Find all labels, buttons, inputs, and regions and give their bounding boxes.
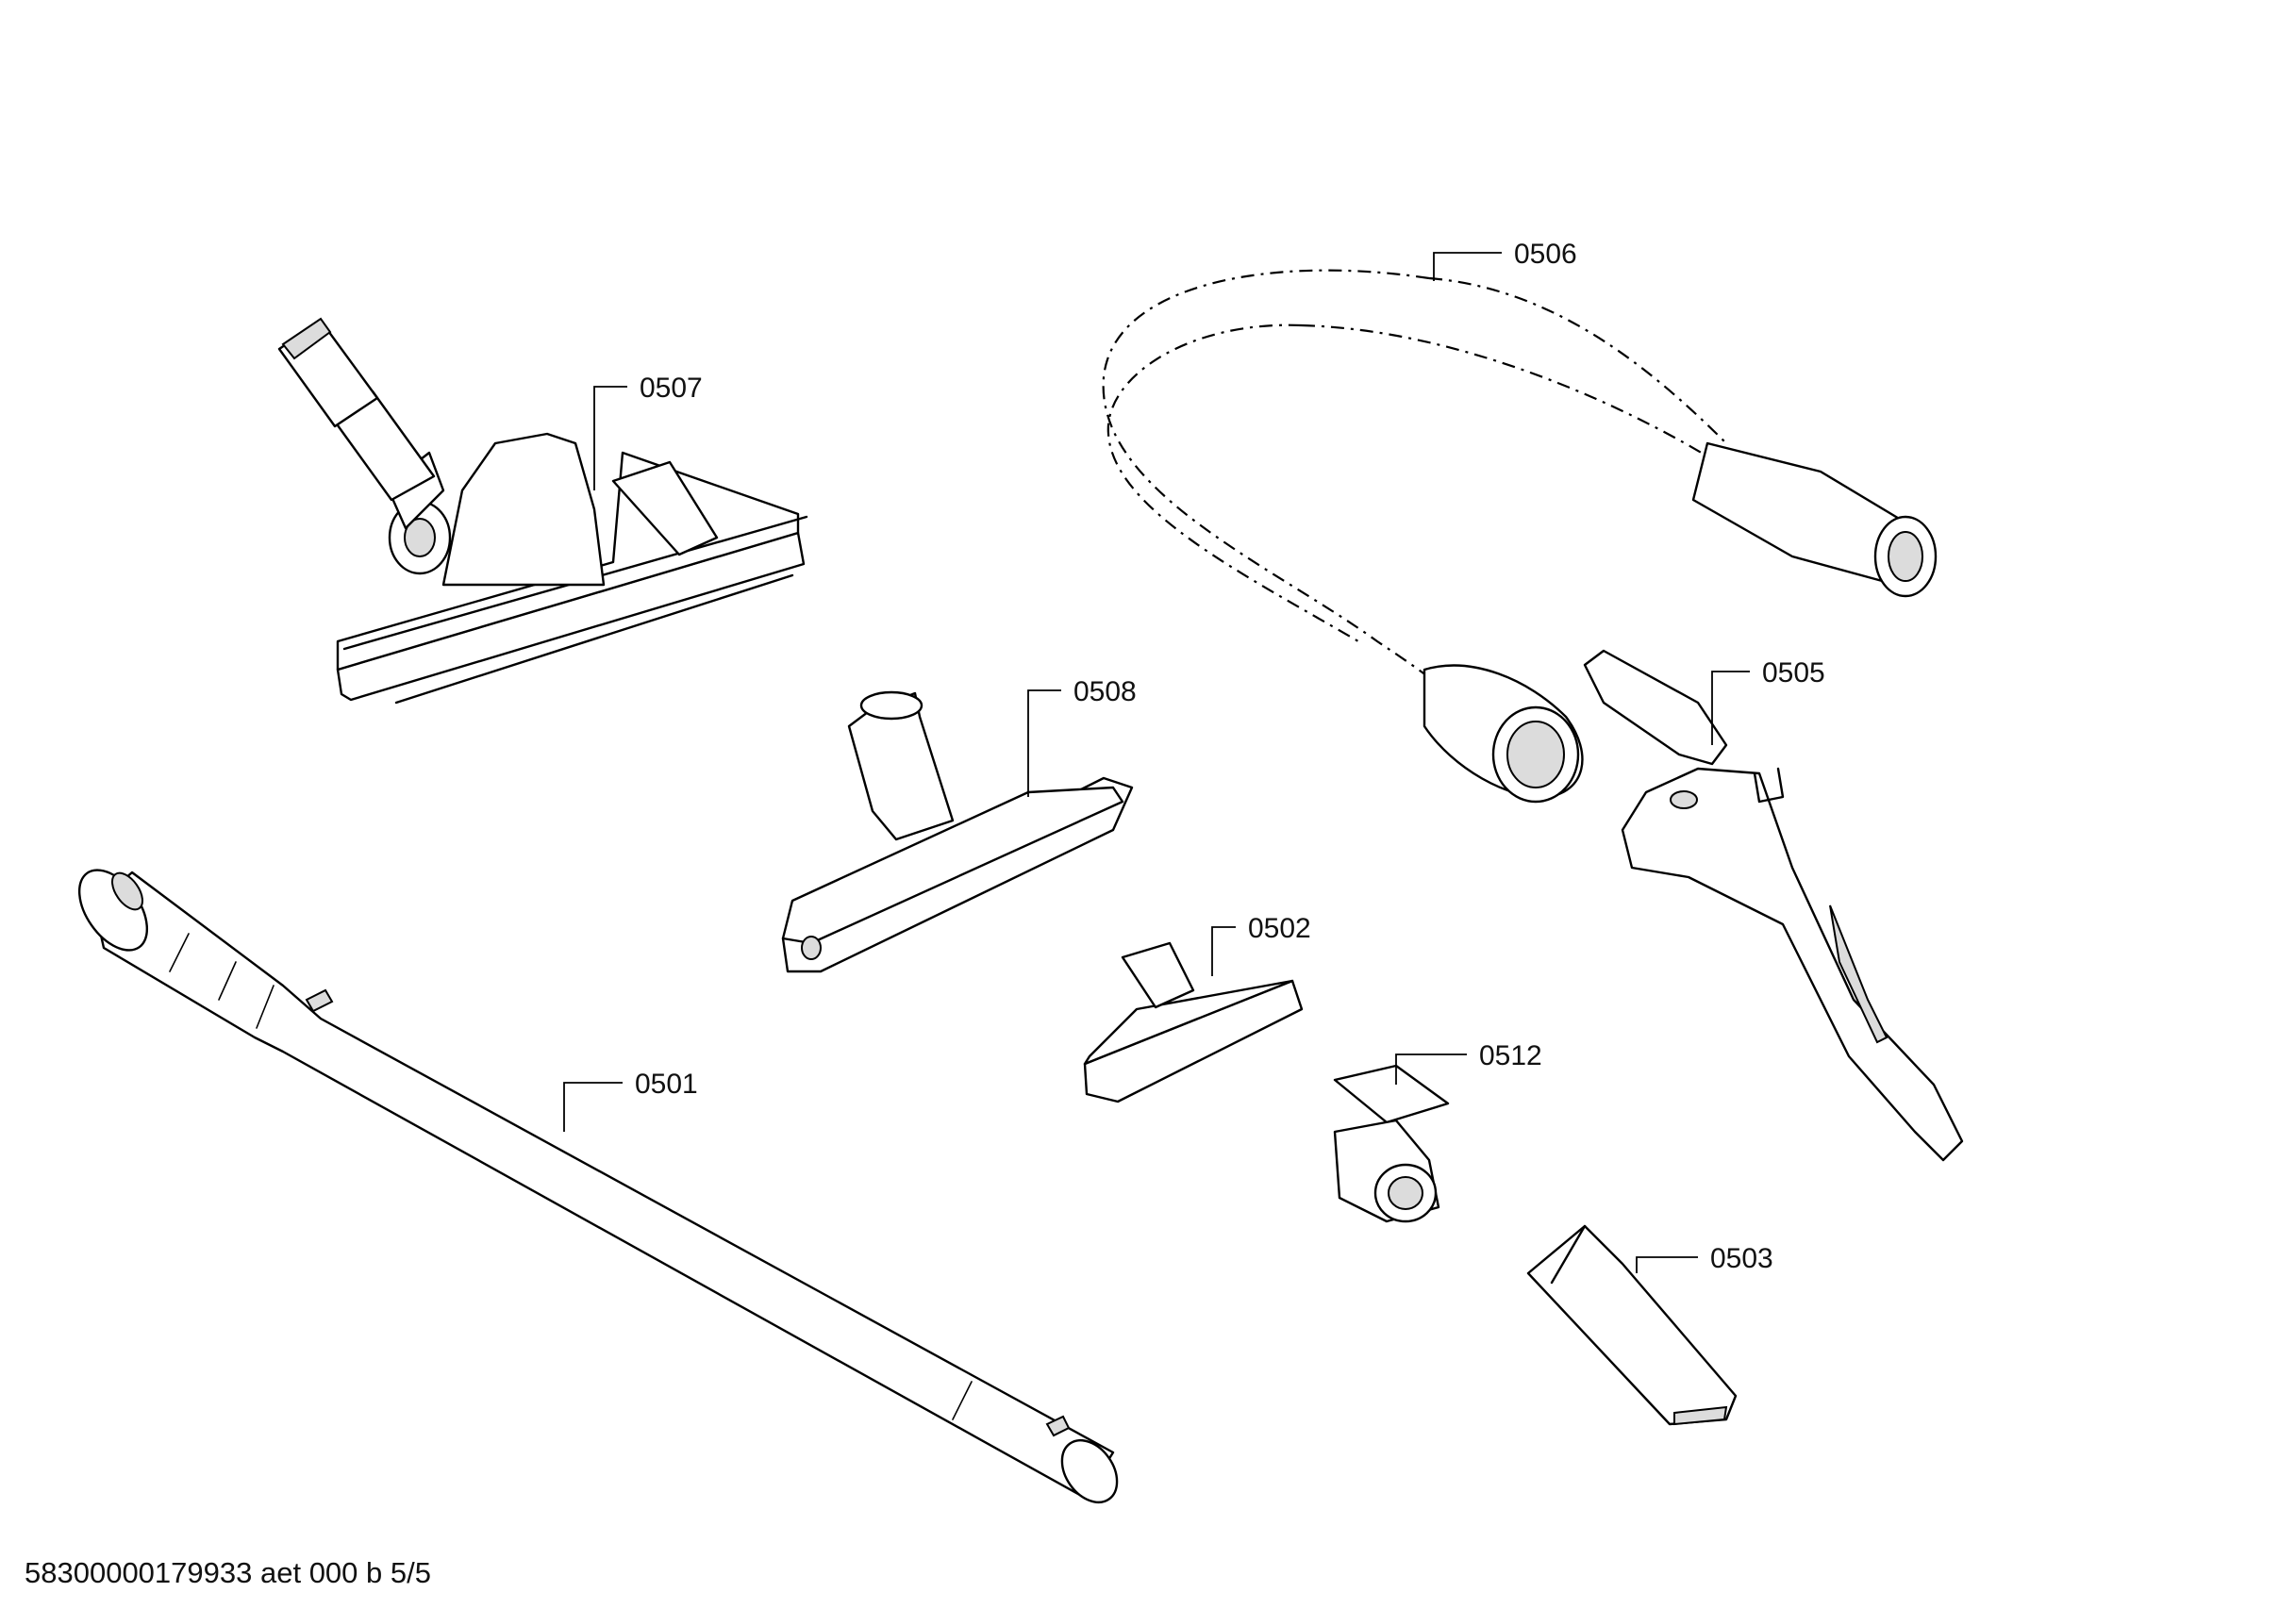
small-nozzle-illustration bbox=[1083, 941, 1304, 1103]
hose-handle-illustration bbox=[1583, 649, 1964, 1162]
part-number-0512: 0512 bbox=[1479, 1040, 1542, 1071]
part-number-0502: 0502 bbox=[1248, 913, 1311, 944]
part-number-0505: 0505 bbox=[1762, 657, 1825, 688]
part-callout-0501: 0501 bbox=[563, 1069, 698, 1132]
adapter-sleeve-illustration bbox=[1333, 1064, 1450, 1223]
upholstery-nozzle-illustration bbox=[781, 690, 1134, 973]
suction-hose-illustration bbox=[1102, 269, 1938, 804]
part-callout-0506: 0506 bbox=[1433, 239, 1577, 281]
part-callout-0507: 0507 bbox=[593, 373, 703, 490]
part-callout-0512: 0512 bbox=[1395, 1040, 1542, 1085]
part-number-0503: 0503 bbox=[1710, 1243, 1773, 1274]
document-code: 58300000179933 aet 000 b 5/5 bbox=[25, 1556, 431, 1589]
part-callout-0503: 0503 bbox=[1636, 1243, 1773, 1274]
part-number-0507: 0507 bbox=[640, 373, 703, 404]
part-number-0506: 0506 bbox=[1514, 239, 1577, 270]
part-callout-0505: 0505 bbox=[1711, 657, 1825, 745]
part-number-0501: 0501 bbox=[635, 1069, 698, 1100]
telescopic-tube-illustration bbox=[77, 869, 1119, 1503]
part-callout-0502: 0502 bbox=[1211, 913, 1311, 976]
crevice-tool-illustration bbox=[1526, 1224, 1738, 1426]
part-callout-0508: 0508 bbox=[1027, 676, 1137, 797]
floor-nozzle-illustration bbox=[277, 317, 808, 705]
part-number-0508: 0508 bbox=[1073, 676, 1137, 707]
